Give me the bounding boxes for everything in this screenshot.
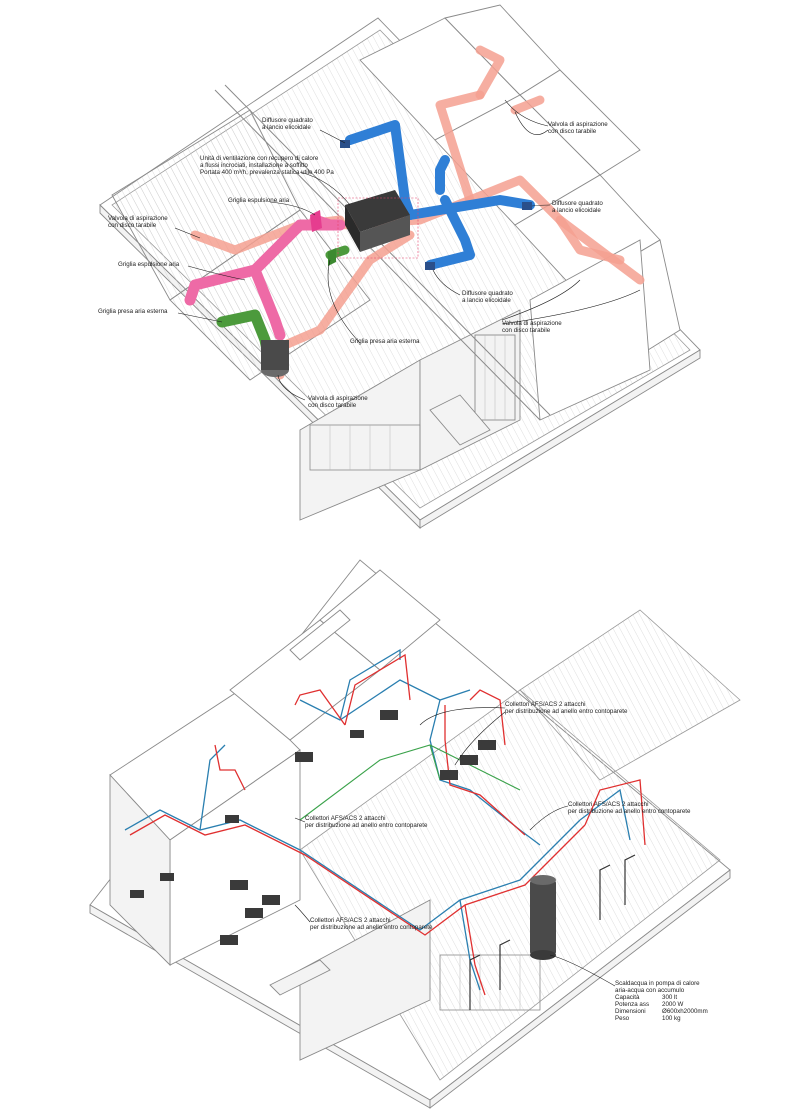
spec-key: Potenza ass: [615, 1001, 649, 1008]
spec-value: 100 kg: [662, 1015, 681, 1022]
basin: [245, 908, 263, 918]
water-heater-specs: Capacità 300 lt Potenza ass 2000 W Dimen…: [615, 994, 708, 1022]
heat-recovery-unit: [337, 190, 419, 259]
hot-water-pipes: [129, 653, 646, 996]
basin: [160, 873, 174, 881]
ventilation-leaders: [174, 99, 641, 401]
diffuser-center: [425, 262, 435, 270]
recirc-pipes: [299, 744, 521, 821]
basin: [460, 755, 478, 765]
supply-ducts: [345, 120, 535, 270]
shower-sets: [469, 854, 636, 1010]
exhaust-grille: [310, 210, 322, 232]
heat-pump-water-heater: [530, 875, 556, 960]
basin: [350, 730, 364, 738]
spec-key: Peso: [615, 1015, 630, 1022]
spec-value: Ø600xh2000mm: [662, 1008, 708, 1015]
diffuser-top: [340, 140, 350, 148]
spec-key: Capacità: [615, 994, 640, 1001]
diffusers: [340, 140, 532, 270]
intake-grille: [328, 248, 336, 266]
basin: [262, 895, 280, 905]
basin: [225, 815, 239, 823]
label-intake-grille-ext-2: Griglia presa aria esterna: [350, 338, 420, 345]
basin: [230, 880, 248, 890]
spec-key: Dimensioni: [615, 1008, 646, 1015]
cold-water-pipes: [124, 648, 631, 991]
grilles: [261, 210, 336, 377]
spec-value: 300 lt: [662, 994, 677, 1001]
label-ventilation-unit: Unità di ventilazione con recupero di ca…: [200, 155, 334, 176]
basin: [220, 935, 238, 945]
spec-value: 2000 W: [662, 1001, 683, 1008]
basin: [440, 770, 458, 780]
fixtures: [130, 710, 496, 945]
basin: [295, 752, 313, 762]
plumbing-leaders: [294, 707, 616, 987]
basin: [130, 890, 144, 898]
label-exhaust-grille-2: Griglia espulsione aria: [118, 261, 180, 268]
basin: [478, 740, 496, 750]
basin: [380, 710, 398, 720]
label-exhaust-grille-1: Griglia espulsione aria: [228, 197, 290, 204]
label-intake-grille-ext-1: Griglia presa aria esterna: [98, 308, 168, 315]
building-shell-bottom: [89, 559, 741, 1109]
diffuser-right: [522, 202, 532, 210]
